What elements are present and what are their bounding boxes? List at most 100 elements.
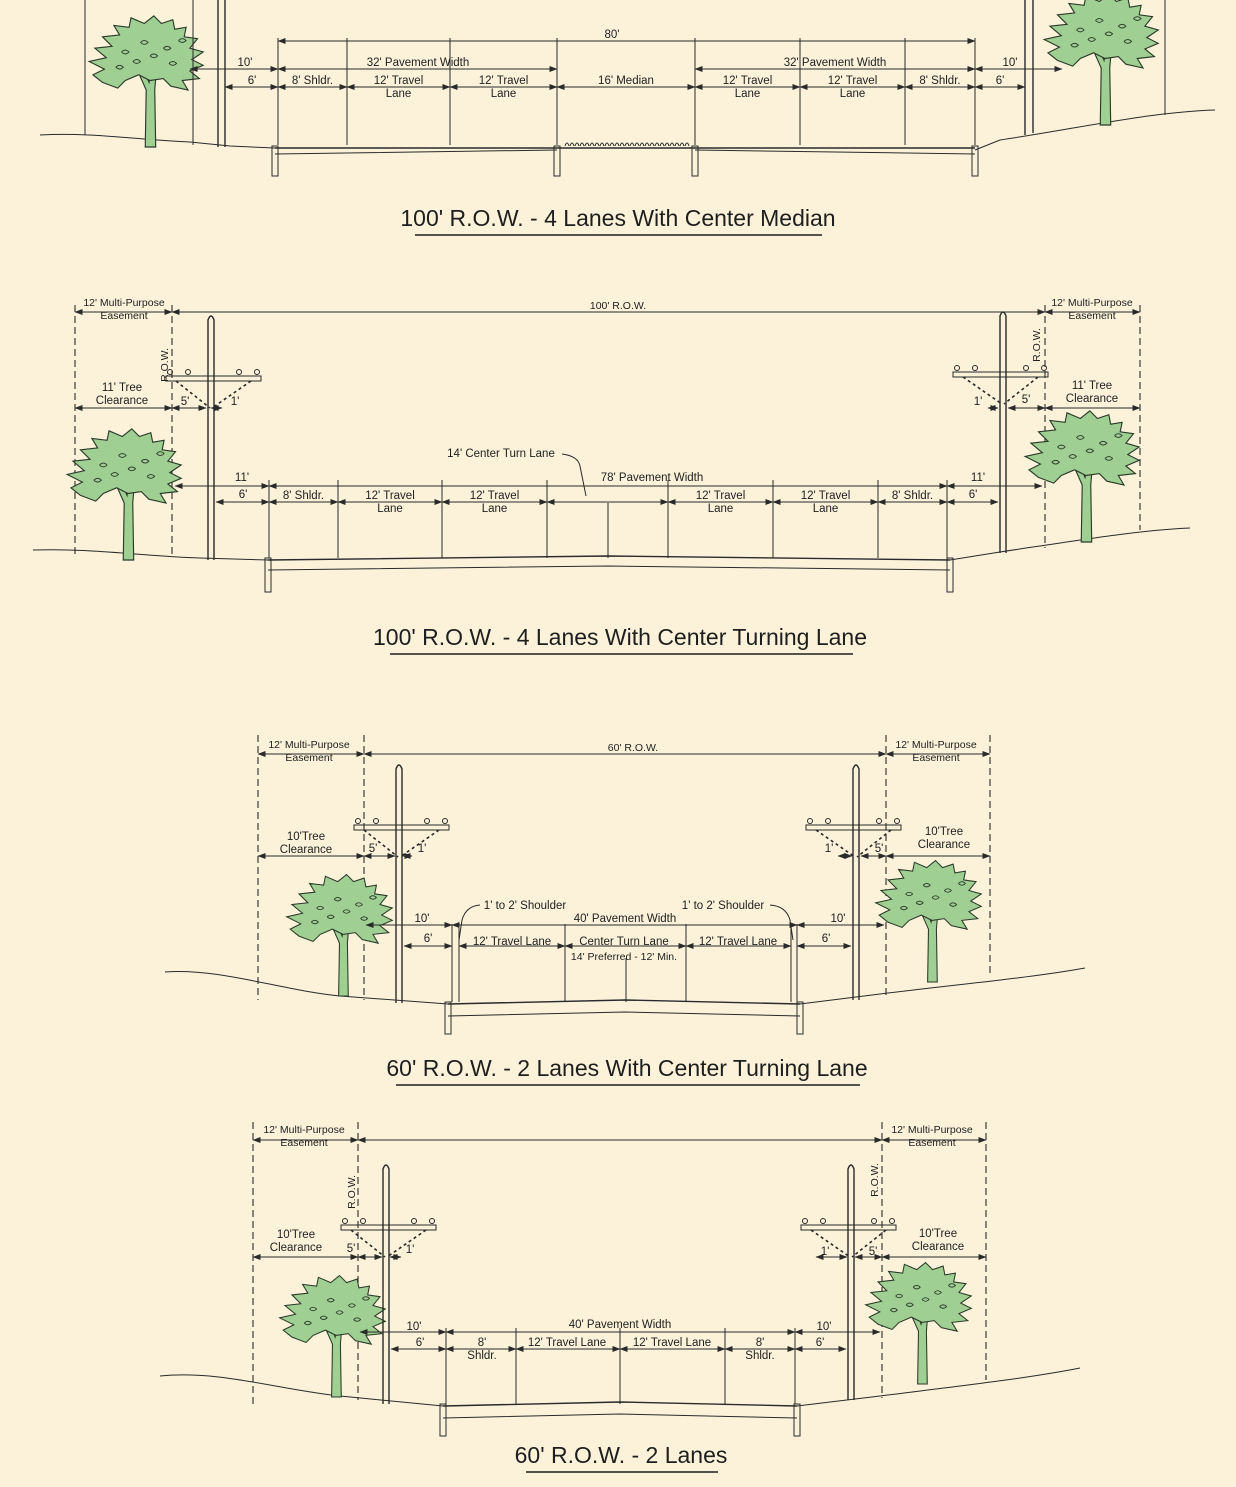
insulator-icon xyxy=(342,1218,348,1224)
insulator-icon xyxy=(889,1218,895,1224)
pole-shaft xyxy=(852,764,860,1000)
median-grass xyxy=(619,142,625,147)
utility-pole-left xyxy=(340,1164,437,1404)
insulator-icon xyxy=(424,818,430,824)
travel-lane-1-label-line: 12' Travel xyxy=(374,75,424,87)
tree-right-icon xyxy=(1042,0,1160,126)
median-grass xyxy=(614,142,620,147)
center-turn-lane-label: Center Turn Lane xyxy=(579,936,669,948)
insulator-icon xyxy=(185,369,191,375)
tree-left-icon xyxy=(87,15,205,148)
pavement-label-line: 40' Pavement Width xyxy=(569,1319,672,1331)
tree-leaf-mark xyxy=(915,900,924,905)
travel-lane-3-label-line: 12' Travel xyxy=(696,490,746,502)
travel-lane-1-label-line: Lane xyxy=(386,88,412,100)
tree-leaf-mark xyxy=(319,1315,328,1320)
side-inner-left-label-line: 6' xyxy=(239,489,248,501)
shoulder-right-label-line: 8' Shldr. xyxy=(919,75,960,87)
insulator-icon xyxy=(429,1218,435,1224)
side-inner-right-label: 6' xyxy=(816,1337,825,1349)
side-inner-left-label: 6' xyxy=(248,75,257,87)
pole-shaft xyxy=(847,1164,855,1400)
travel-lane-2-label-line: 12' Travel xyxy=(470,490,520,502)
median-grass xyxy=(644,142,650,147)
tree-leaf-mark xyxy=(1123,39,1133,44)
curb xyxy=(264,557,272,593)
pole-gap-right-label: 5' xyxy=(869,1246,878,1258)
tree-left-icon xyxy=(65,428,183,561)
easement-right-label-line: Easement xyxy=(912,752,959,764)
ground-line-left xyxy=(159,1374,444,1407)
median-grass xyxy=(584,142,590,147)
pavement-label-line: 40' Pavement Width xyxy=(574,913,677,925)
tree-canopy xyxy=(65,428,183,504)
center-turn-lane-sublabel-line: 14' Preferred - 12' Min. xyxy=(571,951,677,963)
curb xyxy=(946,557,954,593)
tree-leaf-mark xyxy=(1087,37,1097,42)
tree-left-icon xyxy=(278,1274,387,1398)
tree-leaf-mark xyxy=(890,1307,898,1313)
insulator-icon xyxy=(167,369,173,375)
side-outer-right-label-line: 10' xyxy=(817,1321,832,1333)
tree-leaf-mark xyxy=(1098,440,1108,446)
side-outer-left-label-line: 10' xyxy=(238,57,253,69)
curb xyxy=(971,145,979,177)
median-grass xyxy=(579,142,585,147)
tree-canopy xyxy=(874,859,983,930)
shoulder-right-label-line: 8' Shldr. xyxy=(892,490,933,502)
row-tag-right: R.O.W. xyxy=(1031,328,1043,362)
row-total-label: 80' xyxy=(605,29,620,41)
insulator-icon xyxy=(442,818,448,824)
pole-brace xyxy=(851,1229,887,1258)
shoulder-right-label-line: Shldr. xyxy=(745,1350,774,1362)
center-turn-note: 14' Center Turn Lane xyxy=(447,448,555,460)
tree-leaf-mark xyxy=(326,914,335,919)
tree-leaf-mark xyxy=(1051,459,1061,465)
travel-lane-left-label: 12' Travel Lane xyxy=(528,1337,606,1349)
tree-canopy xyxy=(87,15,205,91)
insulator-icon xyxy=(807,818,813,824)
center-turn-lane-sublabel: 14' Preferred - 12' Min. xyxy=(571,951,677,963)
tree-leaf-mark xyxy=(335,1310,344,1315)
pole-brace xyxy=(962,376,1003,405)
travel-lane-2-label-line: 12' Travel xyxy=(479,75,529,87)
median-grass xyxy=(564,142,570,147)
tree-clearance-left-label-line: Clearance xyxy=(96,395,148,407)
curb xyxy=(439,1403,447,1437)
tree-leaf-mark xyxy=(1133,16,1142,21)
travel-lane-right-label-line: 12' Travel Lane xyxy=(699,936,777,948)
travel-lane-1-label-line: 12' Travel xyxy=(365,490,415,502)
leader-line xyxy=(769,904,794,941)
tree-leaf-mark xyxy=(1076,435,1085,440)
easement-left-label-line: Easement xyxy=(280,1137,327,1149)
shoulder-note-left-line: 1' to 2' Shoulder xyxy=(484,900,567,912)
travel-lane-4-label-line: Lane xyxy=(840,88,866,100)
side-outer-left-label: 11' xyxy=(235,472,249,484)
median-label-line: 16' Median xyxy=(598,75,654,87)
pole-brace xyxy=(175,380,211,409)
pavement-label: 40' Pavement Width xyxy=(569,1319,672,1331)
tree-right-icon xyxy=(874,859,983,983)
tree-leaf-mark xyxy=(140,458,150,464)
pole-shaft xyxy=(207,315,215,560)
tree-leaf-mark xyxy=(1085,448,1095,454)
pavement-surface xyxy=(447,999,801,1005)
pole-brace xyxy=(856,829,892,858)
easement-left-label-line: 12' Multi-Purpose xyxy=(263,1124,345,1136)
pole-gap-right-label: 5' xyxy=(1022,394,1031,406)
pole-crossarm xyxy=(952,371,1049,378)
ground-line-left xyxy=(164,971,449,1005)
section-title: 60' R.O.W. - 2 Lanes xyxy=(515,1442,728,1468)
travel-lane-4-label-line: 12' Travel xyxy=(801,490,851,502)
tree-canopy xyxy=(1023,410,1141,486)
tree-clearance-left-label-line: Clearance xyxy=(280,844,332,856)
section-title: 100' R.O.W. - 4 Lanes With Center Turnin… xyxy=(373,624,867,650)
easement-left-label-line: Easement xyxy=(100,310,147,322)
